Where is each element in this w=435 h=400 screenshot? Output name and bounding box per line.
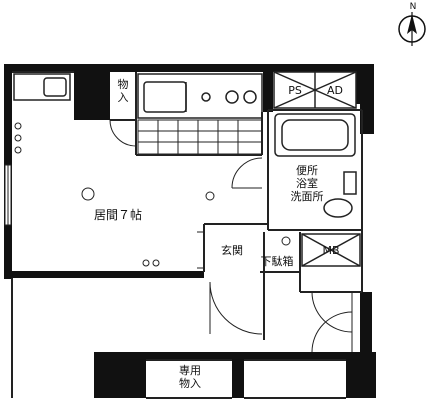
- doors: [109, 119, 353, 353]
- ad-label: AD: [327, 84, 343, 97]
- storage-label: 物 入: [117, 78, 129, 104]
- shoe-box-label: 下駄箱: [260, 255, 294, 268]
- interior-walls: [11, 71, 363, 399]
- washbasin: [13, 73, 71, 101]
- living-room-label: 居間７帖: [93, 208, 142, 222]
- ps-label: PS: [288, 84, 302, 97]
- mb-label: MB: [322, 244, 340, 257]
- exclusive-storage-label: 専用 物入: [179, 364, 201, 390]
- outer-walls: [4, 64, 376, 398]
- ps-ad-box: [273, 71, 357, 109]
- bathroom-label: 便所 浴室 洗面所: [290, 164, 324, 203]
- kitchen-counter: [137, 73, 263, 119]
- compass-icon: [398, 12, 426, 46]
- bathtub: [274, 113, 356, 157]
- entrance-label: 玄関: [221, 244, 243, 257]
- mb-box: [301, 233, 361, 267]
- toilet: [323, 171, 357, 218]
- window: [4, 164, 12, 226]
- fixtures: [14, 122, 291, 269]
- kitchen-cabinet-grid: [137, 119, 263, 155]
- north-label: N: [409, 2, 417, 12]
